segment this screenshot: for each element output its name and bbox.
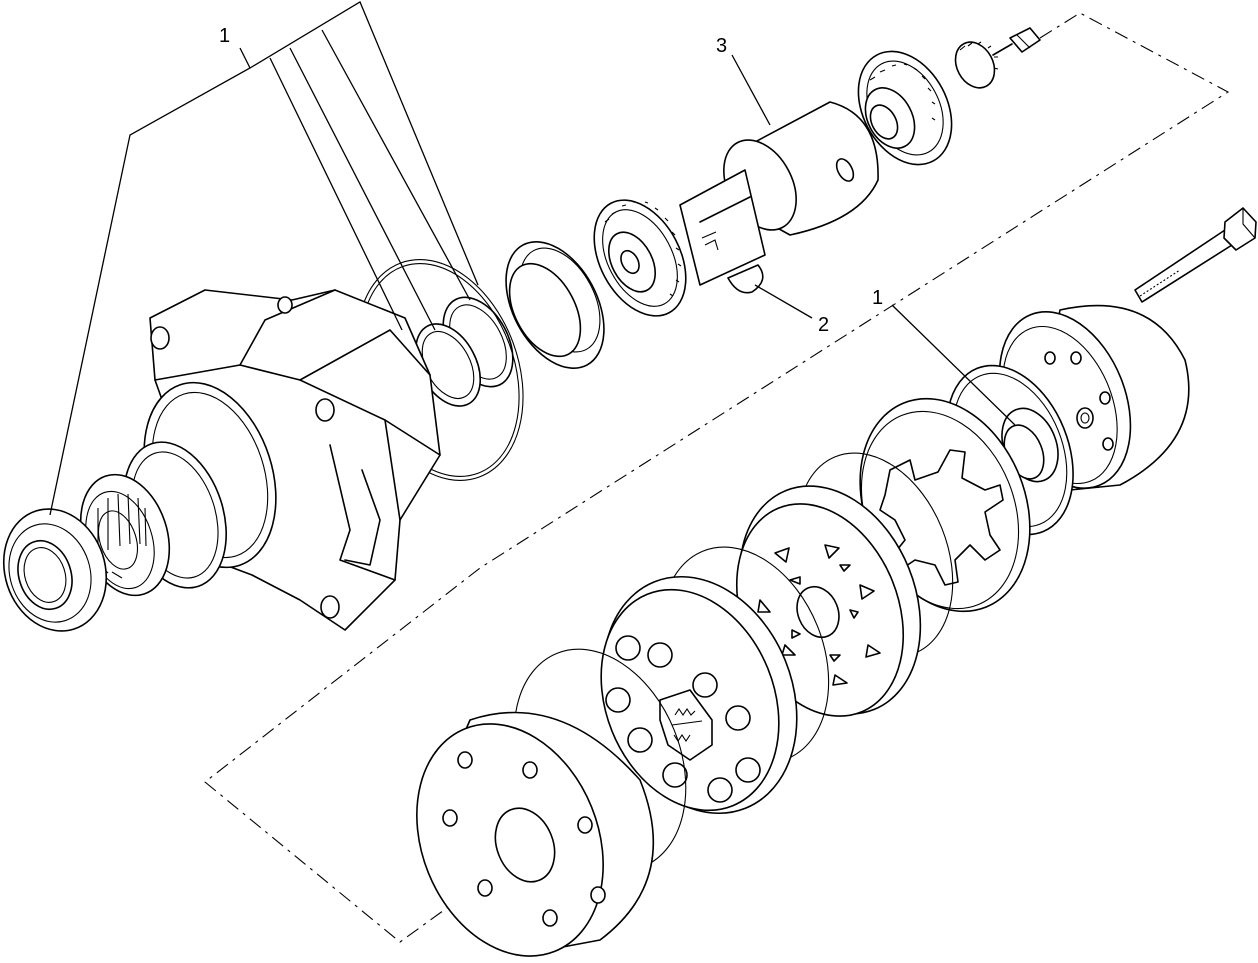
shaft-assembly — [679, 27, 1041, 286]
callout-3-shaft: 3 — [716, 35, 727, 57]
commutator-plate — [735, 485, 922, 717]
front-seal — [2, 508, 108, 632]
tie-bolt — [1134, 207, 1257, 303]
callout-2-key: 2 — [818, 314, 829, 336]
roller-rotor — [600, 575, 798, 815]
assembly-boundary — [204, 12, 1230, 943]
callout-1-rotor: 1 — [872, 287, 883, 309]
woodruff-key — [727, 264, 764, 294]
shaft-bearing — [593, 199, 687, 317]
motor-housing — [123, 289, 441, 631]
callout-1-housing: 1 — [219, 25, 230, 47]
end-plate — [416, 711, 655, 957]
leader-lines — [49, 1, 1016, 516]
